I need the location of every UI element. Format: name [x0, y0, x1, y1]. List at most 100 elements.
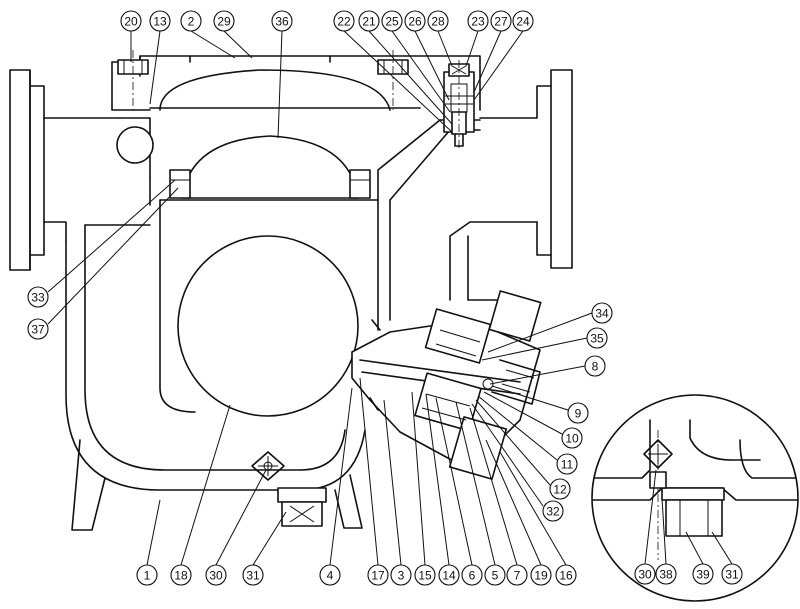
callout-number: 16 [559, 569, 573, 583]
callout-circle [319, 564, 341, 586]
callout-number: 7 [514, 569, 521, 583]
callout-circle [27, 318, 49, 340]
callout-number: 2 [188, 15, 195, 29]
valve-seat-assembly [351, 290, 542, 480]
callout-number: 21 [362, 15, 376, 29]
part-callout-33: 33 [27, 286, 49, 308]
callout-number: 39 [696, 568, 710, 582]
part-callout-29: 29 [213, 10, 235, 32]
callout-number: 34 [595, 307, 609, 321]
part-callout-39: 39 [692, 563, 714, 585]
callout-number: 24 [516, 15, 530, 29]
part-callout-32: 32 [542, 500, 564, 522]
part-callout-13: 13 [149, 10, 171, 32]
callout-number: 35 [590, 332, 604, 346]
part-callout-23: 23 [467, 10, 489, 32]
callout-circle [414, 564, 436, 586]
part-callout-31: 31 [242, 564, 264, 586]
part-callout-7: 7 [506, 564, 528, 586]
callout-number: 25 [385, 15, 399, 29]
callout-number: 23 [471, 15, 485, 29]
callout-circle [27, 286, 49, 308]
callout-circle [242, 564, 264, 586]
callout-number: 26 [408, 15, 422, 29]
part-callout-8: 8 [584, 355, 606, 377]
callout-circle [692, 563, 714, 585]
callout-circle [404, 10, 426, 32]
callout-circle [556, 453, 578, 475]
callout-circle [205, 564, 227, 586]
part-callout-3: 3 [390, 564, 412, 586]
part-callout-34: 34 [591, 302, 613, 324]
callout-circle [586, 327, 608, 349]
callout-circle [438, 564, 460, 586]
callout-circle [358, 10, 380, 32]
callout-number: 38 [659, 568, 673, 582]
callout-number: 31 [725, 568, 739, 582]
part-callout-16: 16 [555, 564, 577, 586]
part-callout-10: 10 [561, 427, 583, 449]
part-callout-38: 38 [655, 563, 677, 585]
part-callout-27: 27 [490, 10, 512, 32]
callout-number: 4 [327, 569, 334, 583]
part-callout-4: 4 [319, 564, 341, 586]
callout-circle [490, 10, 512, 32]
callout-number: 19 [534, 569, 548, 583]
part-callout-5: 5 [484, 564, 506, 586]
callout-circle [542, 500, 564, 522]
callout-circle [136, 564, 158, 586]
callout-number: 9 [575, 407, 582, 421]
part-callout-24: 24 [512, 10, 534, 32]
callout-circle [561, 427, 583, 449]
part-callout-31: 31 [721, 563, 743, 585]
callout-circle [530, 564, 552, 586]
air-vent-assembly [443, 60, 475, 150]
callout-circle [567, 402, 589, 424]
callout-circle [390, 564, 412, 586]
drain-plug [251, 451, 327, 527]
part-callout-35: 35 [586, 327, 608, 349]
callout-circle [213, 10, 235, 32]
callout-circle [655, 563, 677, 585]
callout-number: 6 [469, 569, 476, 583]
callout-number: 28 [431, 15, 445, 29]
cover [111, 50, 481, 111]
thermostatic-dome [169, 135, 371, 199]
callout-number: 33 [31, 291, 45, 305]
part-callout-18: 18 [170, 564, 192, 586]
callout-number: 10 [565, 432, 579, 446]
callout-circle [555, 564, 577, 586]
callout-number: 17 [371, 569, 385, 583]
callout-number: 8 [592, 360, 599, 374]
callout-number: 14 [442, 569, 456, 583]
callout-circle [634, 563, 656, 585]
callout-number: 18 [174, 569, 188, 583]
part-callout-15: 15 [414, 564, 436, 586]
callout-number: 31 [246, 569, 260, 583]
callout-circle [461, 564, 483, 586]
part-callout-17: 17 [367, 564, 389, 586]
callout-circle [120, 10, 142, 32]
callout-number: 13 [153, 15, 167, 29]
callout-number: 22 [337, 15, 351, 29]
callout-circle [484, 564, 506, 586]
callout-number: 30 [638, 568, 652, 582]
callout-number: 5 [492, 569, 499, 583]
callout-circle [512, 10, 534, 32]
part-callout-26: 26 [404, 10, 426, 32]
callout-circle [367, 564, 389, 586]
part-callout-19: 19 [530, 564, 552, 586]
part-callout-9: 9 [567, 402, 589, 424]
callout-number: 27 [494, 15, 508, 29]
outlet-flange [479, 69, 573, 269]
detail-view [591, 394, 799, 602]
part-callout-1: 1 [136, 564, 158, 586]
callout-circle [170, 564, 192, 586]
part-callout-21: 21 [358, 10, 380, 32]
callout-circle [180, 10, 202, 32]
callout-number: 32 [546, 505, 560, 519]
callout-number: 11 [561, 458, 574, 472]
